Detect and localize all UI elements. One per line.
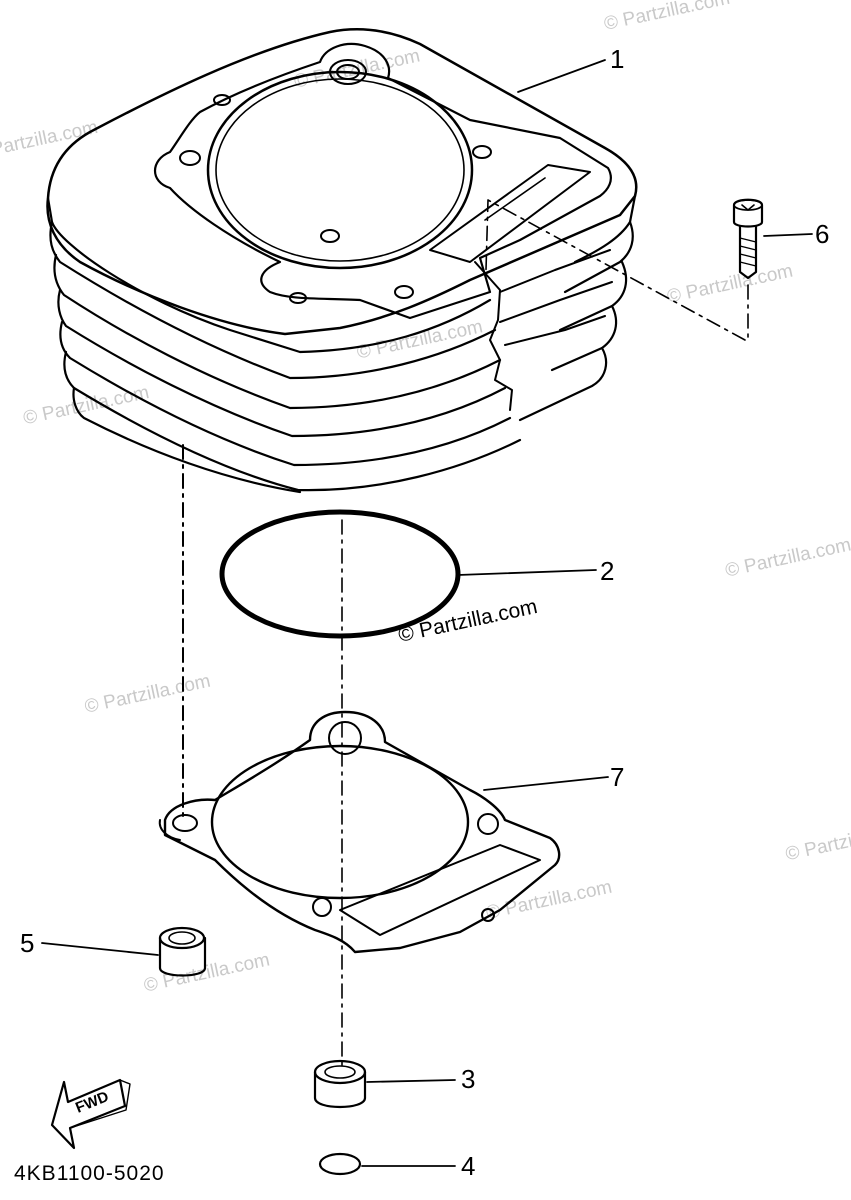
watermark: © Partzilla.com [602, 0, 732, 35]
callout-6[interactable]: 6 [815, 219, 829, 249]
o-ring[interactable] [219, 509, 461, 639]
leader-line [517, 59, 606, 93]
cylinder-gasket[interactable] [158, 710, 561, 954]
watermark: © Partzilla.com [142, 949, 272, 996]
callout-3[interactable]: 3 [461, 1064, 475, 1094]
callout-2[interactable]: 2 [600, 556, 614, 586]
leader-line [41, 942, 159, 956]
dowel-pin-left[interactable] [158, 926, 207, 977]
watermark: © Partzilla.com [83, 671, 213, 718]
watermarks: © Partzilla.com © Partzilla.com © Partzi… [0, 0, 851, 997]
watermark: © Partzilla.com [0, 117, 100, 164]
o-ring-small[interactable] [318, 1152, 362, 1176]
fwd-arrow-icon: FWD [50, 1078, 131, 1150]
watermark: © Partzilla.com [355, 316, 485, 363]
callout-1[interactable]: 1 [610, 44, 624, 74]
watermark-overlay: © Partzilla.com [396, 595, 539, 647]
watermark: © Partzilla.com [723, 534, 851, 581]
cylinder[interactable] [46, 28, 638, 821]
watermark: © Partzilla.com [484, 877, 614, 924]
drawing-code: 4KB1100-5020 [14, 1162, 165, 1185]
dowel-pin-center[interactable] [313, 1059, 367, 1108]
callout-4[interactable]: 4 [461, 1151, 475, 1181]
watermark: © Partzilla.com [784, 818, 851, 865]
callout-7[interactable]: 7 [610, 762, 624, 792]
leader-line [457, 569, 597, 576]
leader-line [763, 233, 813, 237]
leader-line [483, 776, 609, 791]
leader-line [366, 1079, 456, 1083]
alignment-line [485, 199, 749, 341]
bolt[interactable] [732, 198, 764, 280]
fwd-label: FWD [73, 1088, 111, 1117]
watermark: © Partzilla.com [665, 261, 795, 308]
callout-5[interactable]: 5 [20, 928, 34, 958]
